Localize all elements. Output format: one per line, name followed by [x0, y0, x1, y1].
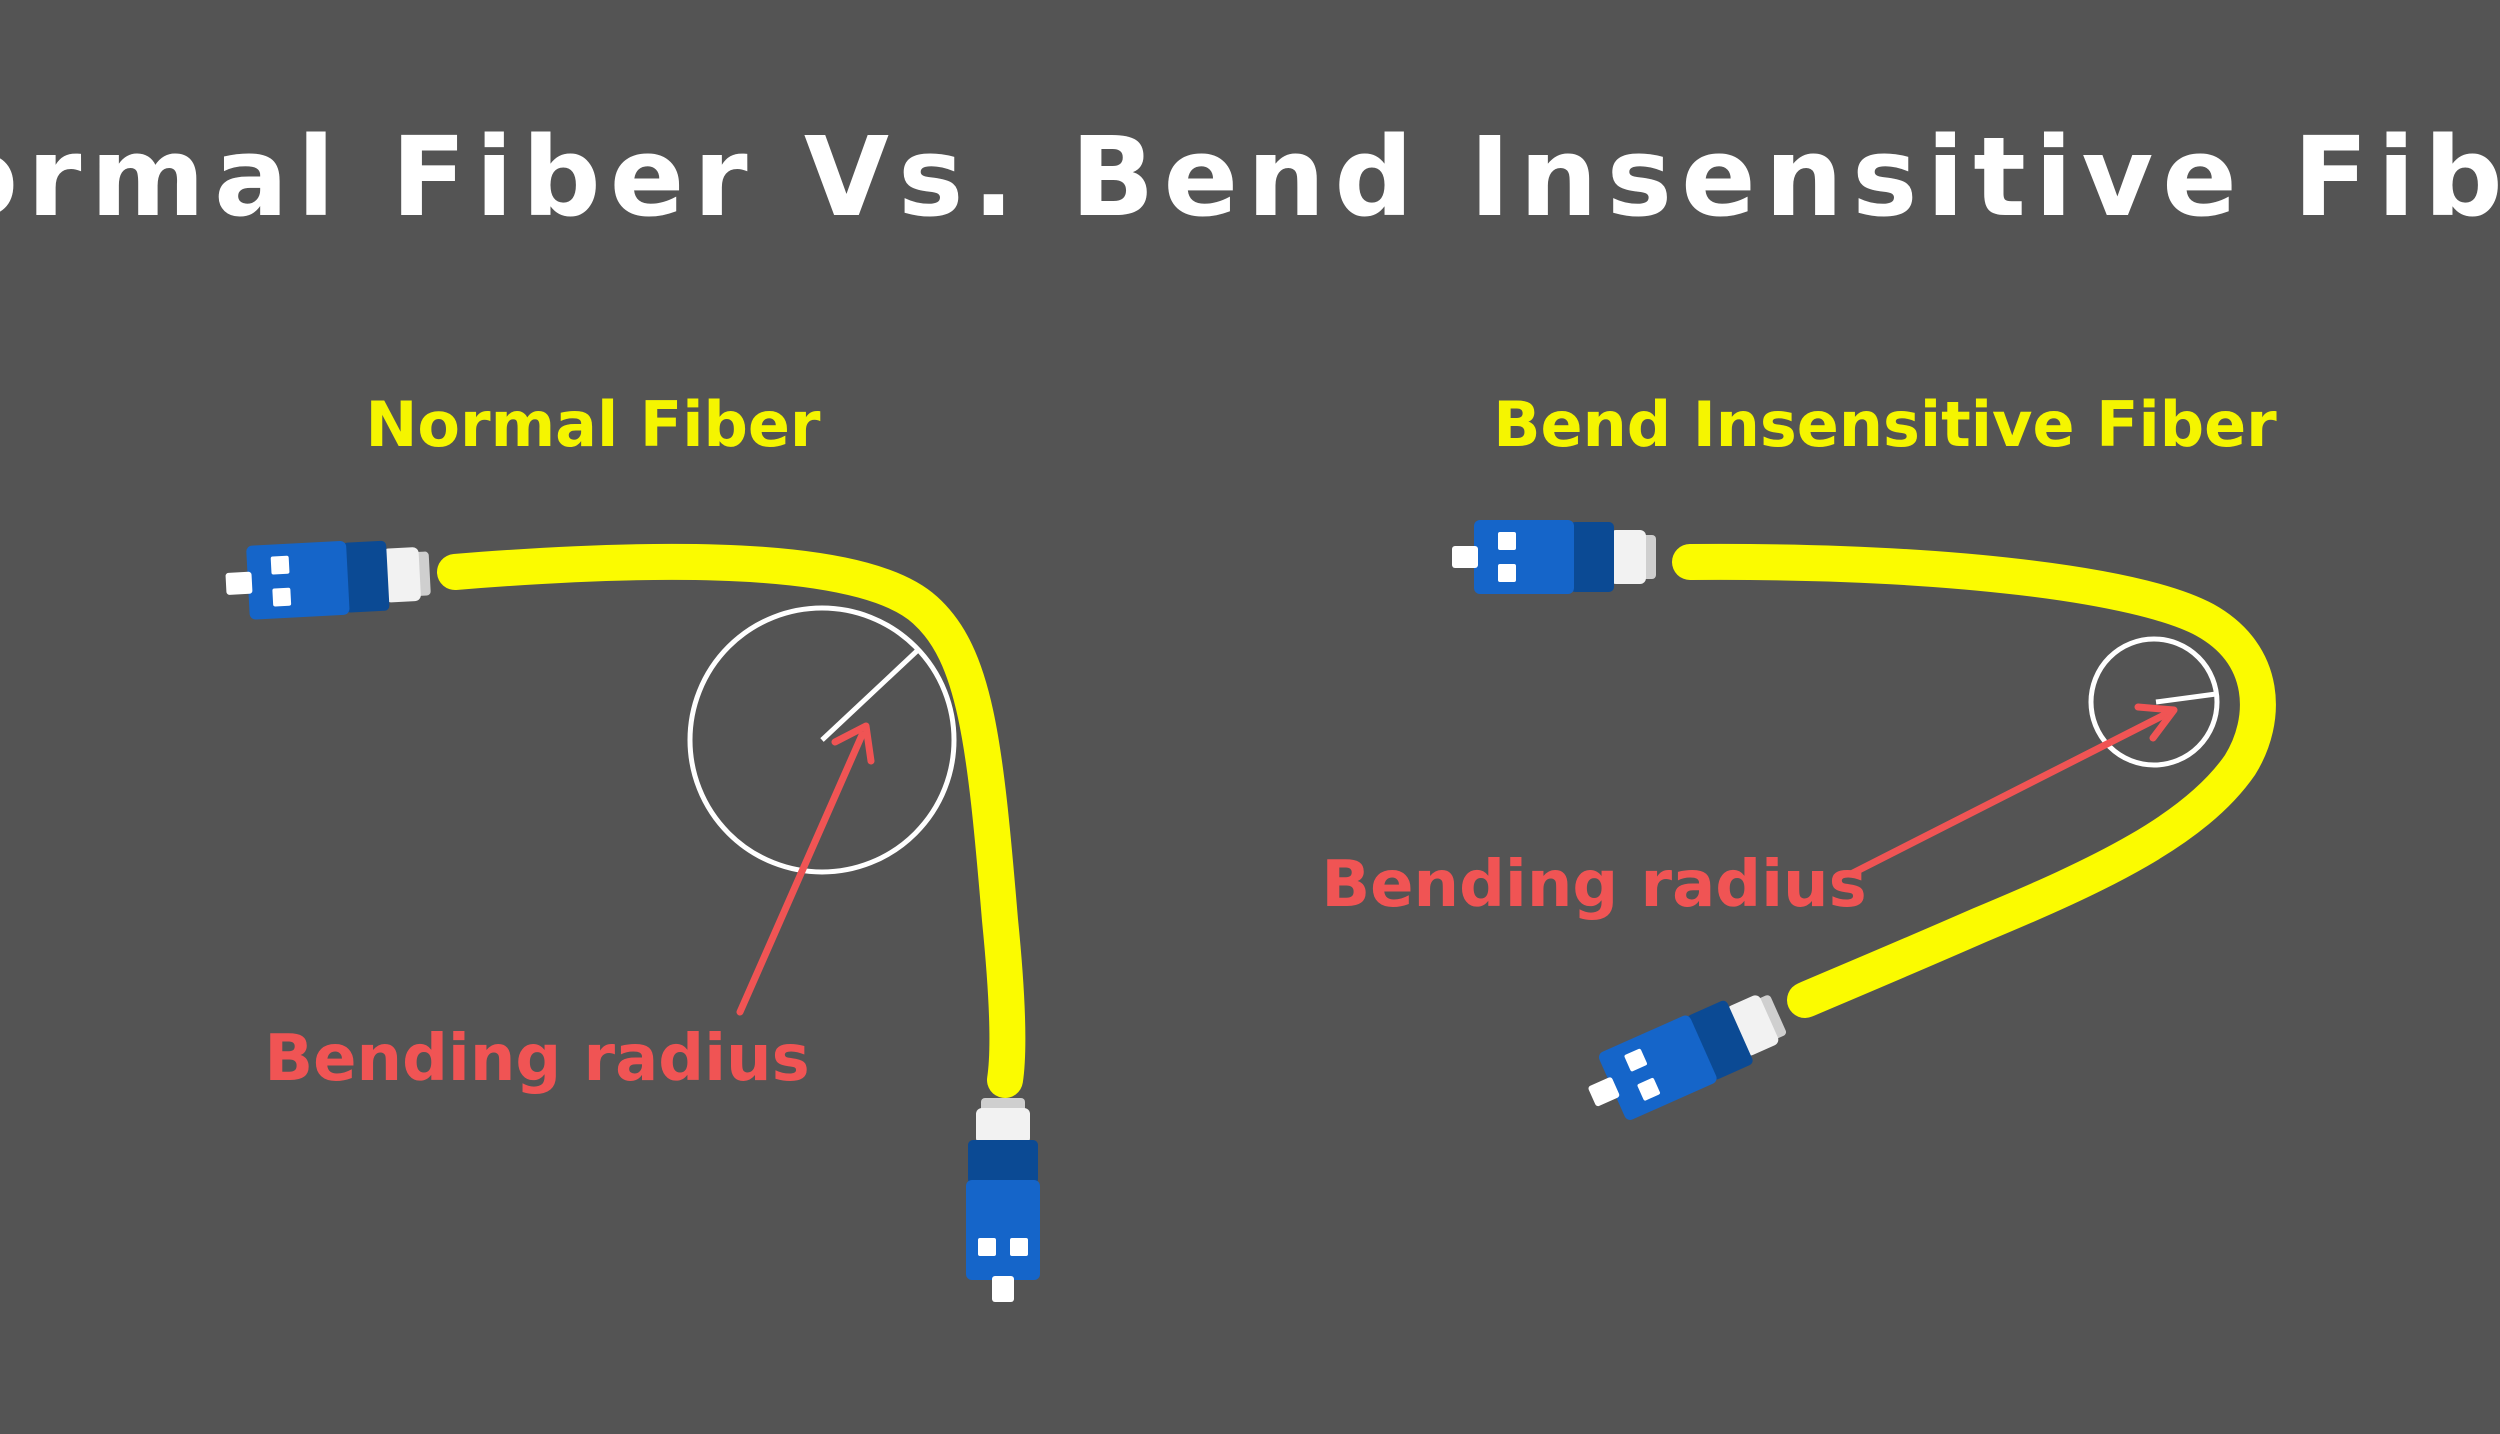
connector-top-icon [1452, 520, 1656, 594]
main-title: Normal Fiber Vs. Bend Insensitive Fiber [0, 113, 2500, 241]
annotation-arrow [1849, 708, 2174, 877]
annotation-arrow [736, 731, 866, 1016]
cable-bend-insensitive-fiber [1672, 543, 2276, 1018]
panel-bend-insensitive-fiber: Bend Insensitive Fiber Bending radius [1321, 388, 2277, 1131]
connector-bottom-icon [966, 1098, 1040, 1302]
bend-radius-line [2155, 691, 2217, 705]
annotation-arrowhead [2134, 703, 2178, 742]
cable-normal-fiber [437, 543, 1026, 1098]
connector-bottom-left-icon [1576, 980, 1794, 1131]
bend-radius-line [820, 648, 920, 742]
annotation-arrowhead [831, 722, 875, 765]
bend-radius-circle [687, 605, 957, 875]
annotation-label: Bending radius [264, 1022, 809, 1096]
panel-title-bend-insensitive-fiber: Bend Insensitive Fiber [1493, 388, 2277, 461]
annotation-label: Bending radius [1321, 848, 1866, 922]
panel-normal-fiber: Normal Fiber Bending radius [224, 388, 1040, 1302]
connector-left-icon [224, 536, 432, 621]
panel-title-normal-fiber: Normal Fiber [366, 388, 821, 461]
bend-radius-circle [2088, 636, 2220, 768]
